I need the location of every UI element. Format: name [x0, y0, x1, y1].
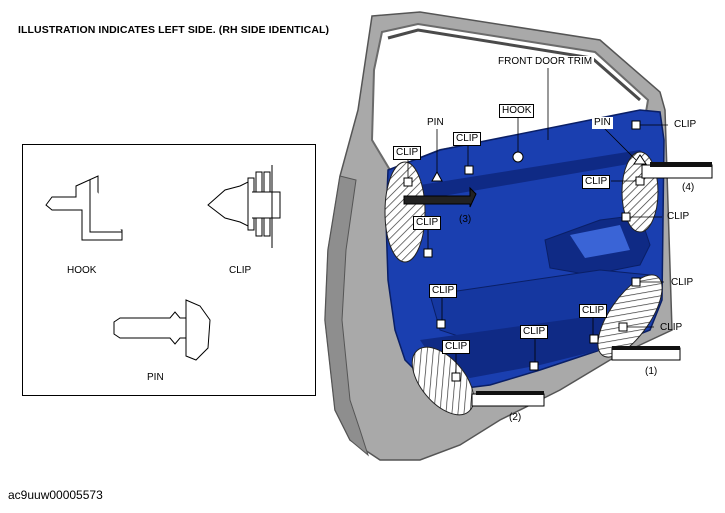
legend-pin-label: PIN — [147, 372, 164, 383]
clip-marker — [423, 248, 433, 258]
clip-marker — [631, 120, 641, 130]
callout-pin-right: PIN — [592, 117, 613, 129]
callout-clip-lower-right: CLIP — [579, 304, 608, 318]
callout-clip-top-right: CLIP — [674, 119, 697, 130]
clip-marker — [618, 322, 628, 332]
clip-detail-drawing — [207, 165, 281, 248]
hook-detail-drawing — [45, 175, 123, 241]
callout-pin-left: PIN — [425, 117, 446, 129]
callout-clip-right-upper: CLIP — [582, 175, 611, 189]
clip-marker — [403, 177, 413, 187]
legend-clip-label: CLIP — [229, 265, 252, 276]
callout-clip-right-lower: CLIP — [671, 277, 694, 288]
callout-front-door-trim: FRONT DOOR TRIM — [496, 56, 595, 68]
removal-arrow-2 — [471, 393, 545, 407]
callout-clip-right-lower2: CLIP — [660, 322, 683, 333]
callout-clip-lower-left: CLIP — [442, 340, 471, 354]
callout-hook: HOOK — [499, 104, 535, 118]
pin-detail-drawing — [113, 299, 211, 361]
step-1-label: (1) — [645, 366, 658, 377]
pin-marker — [633, 154, 647, 165]
removal-zone-2 — [411, 346, 475, 416]
clip-marker — [529, 361, 539, 371]
callout-clip-right-mid: CLIP — [667, 211, 690, 222]
callout-clip-left-top: CLIP — [393, 146, 422, 160]
removal-zone-3 — [384, 161, 426, 263]
callout-clip-lower-center: CLIP — [520, 325, 549, 339]
clip-marker — [451, 372, 461, 382]
callout-clip-center-mid: CLIP — [429, 284, 458, 298]
clip-marker — [631, 277, 641, 287]
removal-zone-1 — [597, 274, 663, 358]
legend-hook-label: HOOK — [67, 265, 97, 276]
removal-arrow-3 — [403, 186, 477, 208]
clip-marker — [589, 334, 599, 344]
clip-marker — [436, 319, 446, 329]
pin-marker — [431, 170, 443, 182]
legend-panel — [22, 144, 316, 396]
illustration-note: ILLUSTRATION INDICATES LEFT SIDE. (RH SI… — [18, 24, 330, 36]
clip-marker — [464, 165, 474, 175]
callout-clip-center-top: CLIP — [453, 132, 482, 146]
figure-code: ac9uuw00005573 — [8, 488, 103, 502]
callout-clip-left-mid: CLIP — [413, 216, 442, 230]
step-2-label: (2) — [509, 412, 522, 423]
step-3-label: (3) — [459, 214, 472, 225]
step-4-label: (4) — [682, 182, 695, 193]
clip-marker — [621, 212, 631, 222]
hook-marker — [512, 151, 524, 163]
